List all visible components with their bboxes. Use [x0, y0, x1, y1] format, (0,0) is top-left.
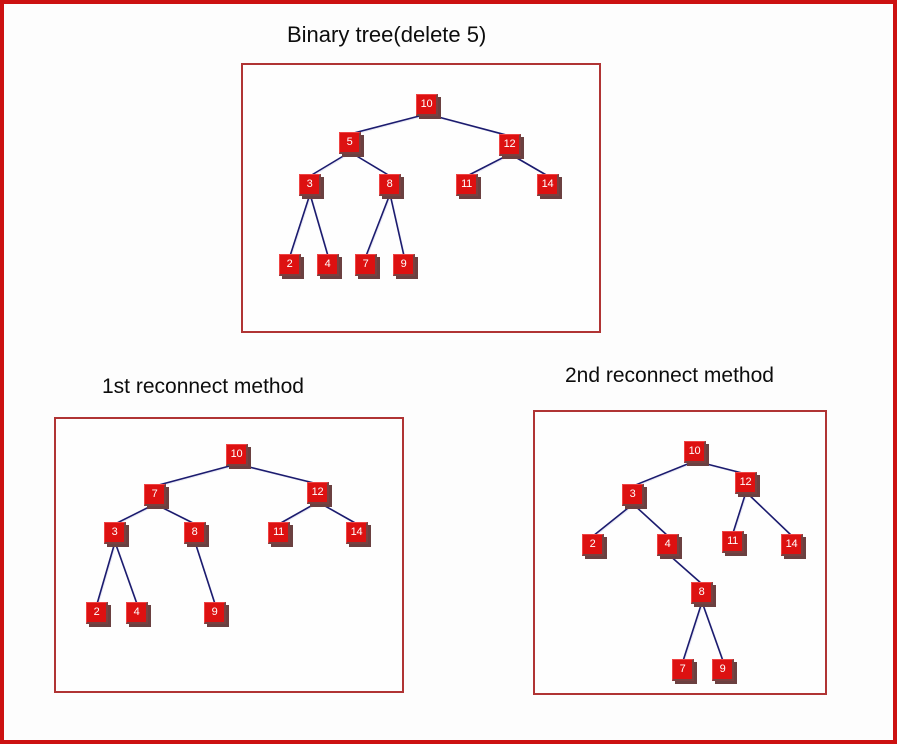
tree-node-original-3[interactable]: 3 — [299, 174, 321, 196]
tree-node-method1-4[interactable]: 4 — [126, 602, 148, 624]
tree-node-method2-4[interactable]: 4 — [657, 534, 679, 556]
tree-node-method1-8[interactable]: 8 — [184, 522, 206, 544]
tree-node-method2-14[interactable]: 14 — [781, 534, 803, 556]
tree-node-original-9[interactable]: 9 — [393, 254, 415, 276]
tree-node-original-7[interactable]: 7 — [355, 254, 377, 276]
tree-node-method1-9[interactable]: 9 — [204, 602, 226, 624]
tree-node-method2-11[interactable]: 11 — [722, 531, 744, 553]
tree-node-method1-7[interactable]: 7 — [144, 484, 166, 506]
tree-node-method2-10[interactable]: 10 — [684, 441, 706, 463]
tree-node-method1-11[interactable]: 11 — [268, 522, 290, 544]
tree-node-original-11[interactable]: 11 — [456, 174, 478, 196]
tree-node-original-12[interactable]: 12 — [499, 134, 521, 156]
caption-method2-title: 2nd reconnect method — [565, 364, 774, 387]
tree-node-original-10[interactable]: 10 — [416, 94, 438, 116]
tree-node-method2-2[interactable]: 2 — [582, 534, 604, 556]
tree-node-original-14[interactable]: 14 — [537, 174, 559, 196]
tree-node-method2-3[interactable]: 3 — [622, 484, 644, 506]
tree-node-method1-2[interactable]: 2 — [86, 602, 108, 624]
tree-node-method2-9[interactable]: 9 — [712, 659, 734, 681]
tree-node-original-4[interactable]: 4 — [317, 254, 339, 276]
tree-node-method1-3[interactable]: 3 — [104, 522, 126, 544]
tree-node-method2-7[interactable]: 7 — [672, 659, 694, 681]
tree-node-original-8[interactable]: 8 — [379, 174, 401, 196]
caption-main-title: Binary tree(delete 5) — [287, 22, 487, 47]
tree-node-method1-12[interactable]: 12 — [307, 482, 329, 504]
tree-node-method2-12[interactable]: 12 — [735, 472, 757, 494]
tree-node-original-5[interactable]: 5 — [339, 132, 361, 154]
tree-node-method1-14[interactable]: 14 — [346, 522, 368, 544]
tree-node-method1-10[interactable]: 10 — [226, 444, 248, 466]
tree-node-original-2[interactable]: 2 — [279, 254, 301, 276]
caption-method1-title: 1st reconnect method — [102, 375, 304, 398]
tree-node-method2-8[interactable]: 8 — [691, 582, 713, 604]
